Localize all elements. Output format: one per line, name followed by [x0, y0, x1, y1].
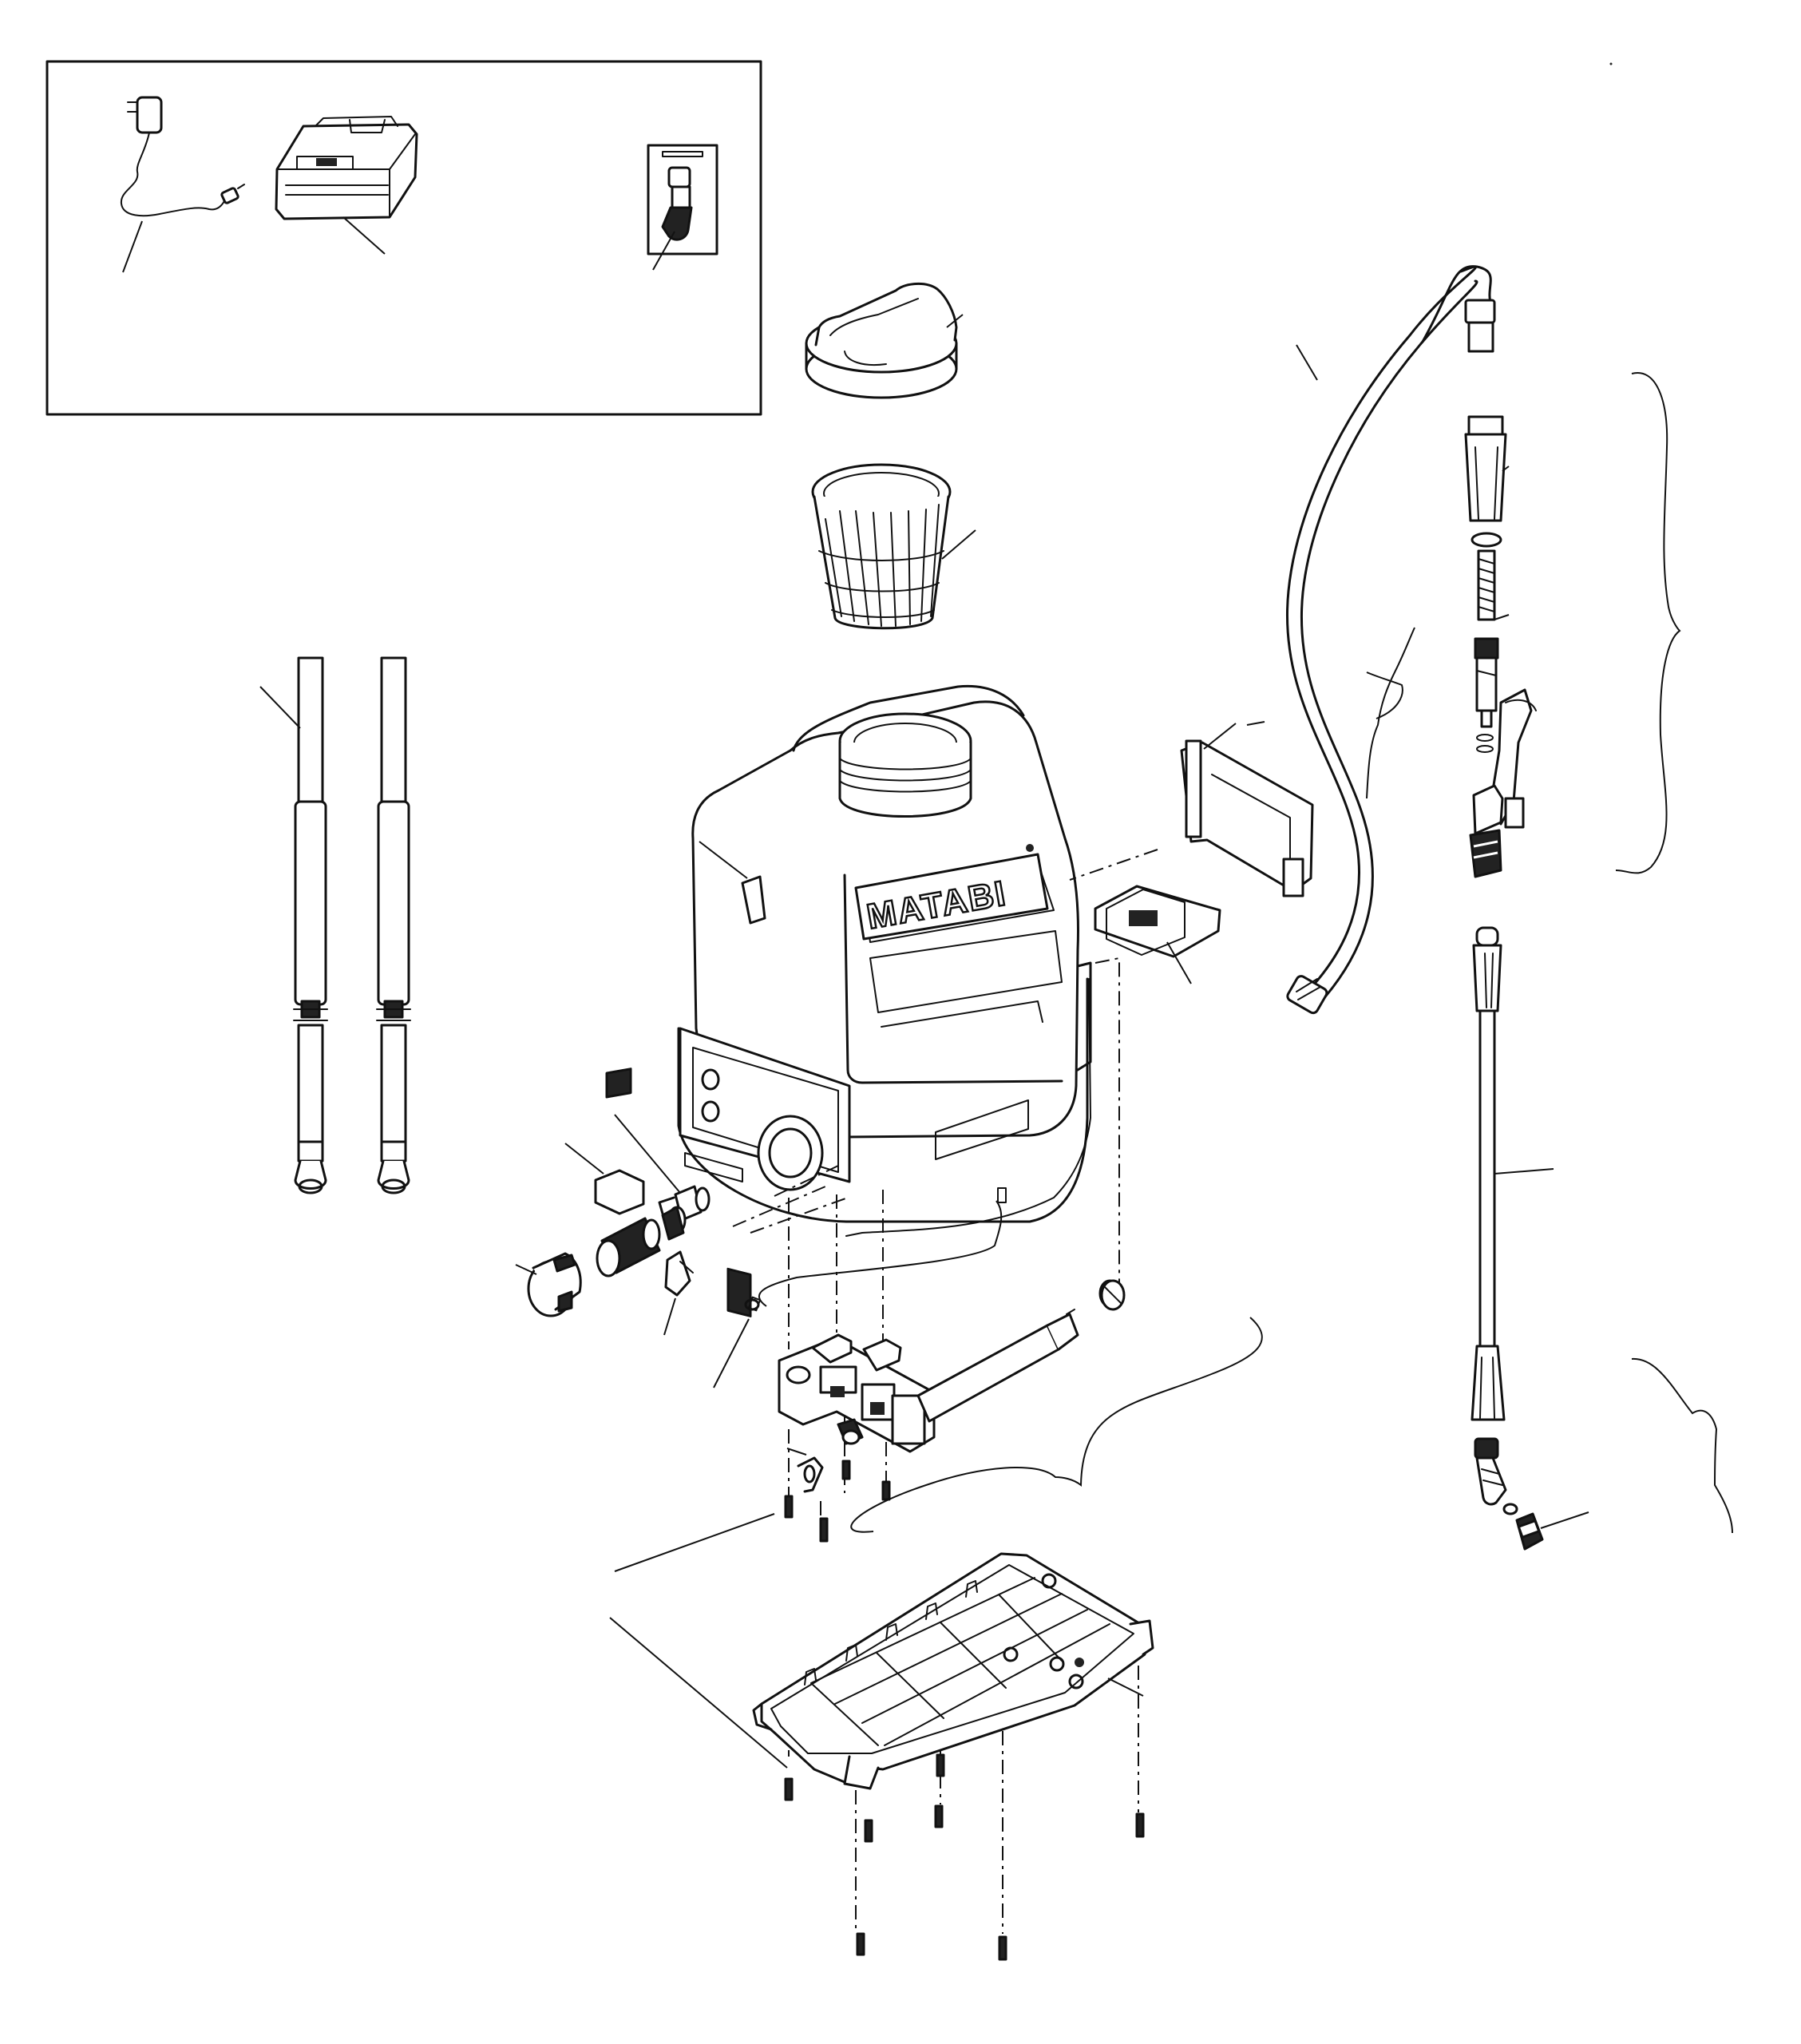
charger-part	[120, 96, 245, 273]
base-screws	[784, 1753, 1145, 1961]
filter-cap-part	[515, 1252, 582, 1317]
tank-lid-part	[805, 283, 964, 399]
nozzle-brace	[1631, 1357, 1733, 1534]
alignment-lines	[732, 849, 1158, 1934]
shoulder-straps-part	[259, 656, 411, 1194]
inlet-nut-part	[661, 1206, 687, 1241]
battery-part	[275, 116, 418, 255]
wire-brace	[758, 1200, 1003, 1307]
power-switch-part	[564, 1068, 645, 1215]
trigger-brace	[1366, 627, 1415, 799]
accessories-box	[46, 60, 762, 416]
battery-slot-part	[1094, 885, 1221, 984]
wire-connector-small	[747, 1296, 762, 1312]
nozzle-set-part	[1474, 1437, 1589, 1551]
outlet-nut-part	[1100, 1279, 1126, 1311]
corner-dot	[1609, 62, 1613, 65]
tank-top-leader	[1246, 721, 1265, 726]
clip-part	[663, 1250, 694, 1336]
base-tray-part	[609, 1552, 1154, 1790]
pump-brace	[850, 1317, 1263, 1533]
handle-brace	[1615, 371, 1681, 874]
hose-part	[1286, 265, 1496, 1015]
nozzle-bag-part	[647, 144, 718, 271]
spray-handle-assembly	[1464, 415, 1537, 878]
wire-connector	[997, 1187, 1007, 1203]
trigger-brace-tick	[1366, 671, 1403, 719]
battery-holder-bracket-part	[1180, 723, 1314, 897]
tank-body-part: MATABI	[677, 684, 1092, 1317]
rear-brace	[845, 978, 1091, 1237]
spray-lance-part	[1470, 926, 1554, 1421]
strainer-basket-part	[811, 463, 976, 630]
pump-assembly-part	[713, 1279, 1121, 1501]
filter-cartridge-part	[596, 1217, 661, 1278]
pump-screws	[614, 1495, 829, 1572]
